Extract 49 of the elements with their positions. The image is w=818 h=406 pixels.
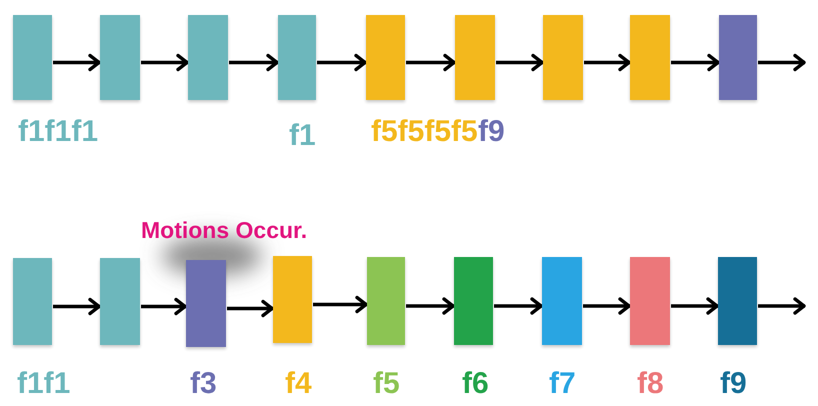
- frame-block: [100, 15, 140, 100]
- frame-block: [13, 15, 52, 100]
- arrow: [227, 300, 274, 318]
- frame-label: f1f1f1: [18, 117, 98, 147]
- frame-block: [100, 258, 140, 345]
- arrow: [671, 54, 720, 72]
- frame-block: [719, 15, 757, 100]
- frame-label: f9: [478, 117, 505, 147]
- arrow: [406, 54, 456, 72]
- frame-block: [630, 15, 670, 100]
- frame-label: f1f1: [17, 369, 70, 399]
- annotation-text: Motions Occur.: [141, 219, 308, 242]
- frame-block: [366, 15, 405, 100]
- frame-block: [186, 260, 226, 347]
- frame-block: [13, 258, 52, 345]
- arrow: [406, 297, 455, 315]
- arrow: [758, 54, 806, 72]
- frame-label: f3: [190, 369, 217, 399]
- frame-label: f7: [549, 369, 576, 399]
- frame-label: f6: [462, 369, 489, 399]
- frame-label: f8: [637, 369, 664, 399]
- arrow: [583, 297, 631, 315]
- arrow: [584, 54, 631, 72]
- frame-block: [455, 15, 495, 100]
- frame-label: f4: [285, 369, 312, 399]
- arrow: [758, 297, 806, 315]
- frame-block: [543, 15, 583, 100]
- frame-label: f5: [373, 369, 400, 399]
- arrow: [496, 54, 544, 72]
- frame-block: [630, 257, 670, 345]
- frame-label: f5f5f5f5: [371, 117, 478, 147]
- arrow: [53, 54, 101, 72]
- frame-block: [718, 257, 757, 345]
- arrow: [141, 54, 189, 72]
- frame-block: [188, 15, 228, 100]
- arrow: [317, 54, 367, 72]
- arrow: [229, 54, 279, 72]
- frame-block: [278, 15, 316, 100]
- frame-block: [367, 257, 405, 345]
- frame-block: [542, 257, 582, 345]
- arrow: [494, 297, 543, 315]
- frame-label: f9: [720, 369, 747, 399]
- arrow: [671, 297, 719, 315]
- arrow: [53, 298, 101, 316]
- arrow: [313, 296, 368, 314]
- frame-block: [273, 256, 312, 343]
- frame-label: f1: [289, 121, 316, 151]
- arrow: [141, 298, 187, 316]
- frame-block: [454, 257, 493, 345]
